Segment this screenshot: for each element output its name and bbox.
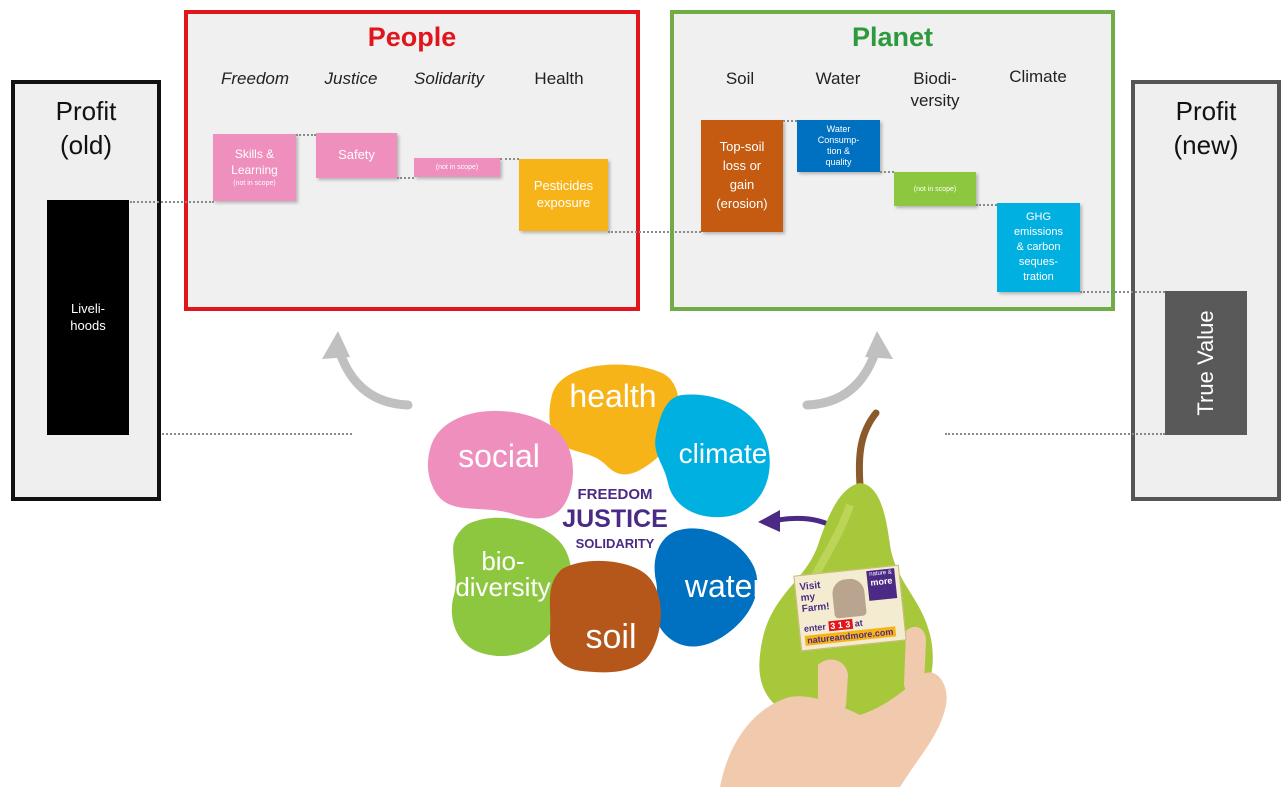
sticker-visit-text: Visit my Farm! — [799, 579, 831, 616]
people-cat-solidarity: Solidarity — [414, 69, 484, 88]
people-cat-justice: Justice — [324, 69, 378, 88]
connector-solidarity-pesticides — [500, 158, 519, 160]
livelihoods-label: Liveli- hoods — [70, 300, 106, 333]
connector-biodiversity-ghg — [976, 204, 997, 206]
center-solidarity: SOLIDARITY — [575, 536, 655, 551]
planet-cat-climate: Climate — [1009, 67, 1067, 86]
ghg-box: GHG emissions & carbon seques- tration — [997, 203, 1080, 292]
sticker-logo: nature & more — [866, 568, 898, 601]
profit-old-title: Profit (old) — [55, 96, 117, 160]
skills-learning-label: Skills & Learning — [231, 147, 278, 177]
arrow-to-planet-icon — [802, 331, 893, 410]
water-label: Water Consump- tion & quality — [817, 123, 860, 168]
safety-box: Safety — [316, 133, 397, 178]
planet-cat-water: Water — [815, 69, 861, 88]
water-box: Water Consump- tion & quality — [797, 120, 880, 172]
biodiversity-box: (not in scope) — [894, 172, 976, 206]
sticker-at: at — [854, 617, 864, 629]
skills-not-in-scope: (not in scope) — [233, 179, 276, 187]
skills-learning-box: Skills & Learning (not in scope) — [213, 134, 296, 201]
connector-bottom-right — [945, 433, 1165, 435]
connector-water-biodiversity — [880, 171, 894, 173]
petal-social — [427, 410, 573, 519]
petal-label-climate: climate — [678, 438, 768, 469]
people-cat-health: Health — [534, 69, 584, 88]
sticker-code: 3 1 3 — [827, 618, 853, 632]
pesticides-box: Pesticides exposure — [519, 159, 608, 231]
planet-cat-soil: Soil — [725, 69, 755, 88]
petal-label-soil: soil — [585, 618, 637, 656]
people-cat-freedom: Freedom — [220, 69, 290, 88]
connector-skills-safety — [296, 134, 316, 136]
planet-title: Planet — [851, 22, 934, 52]
livelihoods-bar: Liveli- hoods — [47, 200, 129, 435]
sticker-enter: enter — [803, 621, 827, 634]
sticker-logo-line2: more — [869, 575, 893, 588]
connector-livelihoods-skills — [130, 201, 214, 203]
petal-health — [549, 364, 679, 475]
topsoil-box: Top-soil loss or gain (erosion) — [701, 120, 783, 232]
pear-sticker: Visit my Farm! nature & more enter 3 1 3… — [793, 564, 907, 652]
connector-bottom-left — [162, 433, 352, 435]
connector-safety-solidarity — [397, 177, 414, 179]
petal-water — [654, 528, 758, 647]
petal-label-water: water — [684, 568, 764, 604]
center-justice: JUSTICE — [562, 505, 668, 533]
connector-pesticides-topsoil — [608, 231, 701, 233]
planet-cat-biodiversity: Biodi- versity — [910, 69, 960, 110]
petal-soil — [549, 560, 661, 673]
sustainability-flower — [427, 364, 770, 673]
petal-label-health: health — [569, 378, 657, 414]
farmer-photo — [831, 577, 867, 619]
arrow-to-people-icon — [322, 331, 413, 410]
people-title: People — [367, 22, 457, 52]
center-freedom: FREEDOM — [577, 486, 653, 503]
connector-topsoil-water — [783, 120, 797, 122]
solidarity-not-in-scope: (not in scope) — [435, 164, 479, 171]
solidarity-box: (not in scope) — [414, 158, 500, 177]
profit-new-title: Profit (new) — [1173, 96, 1239, 160]
true-value-label: True Value — [1193, 310, 1218, 416]
ghg-label: GHG emissions & carbon seques- tration — [1014, 211, 1063, 283]
pesticides-label: Pesticides exposure — [533, 178, 594, 210]
petal-label-biodiversity: bio- diversity — [455, 546, 551, 602]
safety-label: Safety — [338, 147, 375, 163]
topsoil-label: Top-soil loss or gain (erosion) — [716, 139, 768, 211]
connector-ghg-truevalue — [1080, 291, 1165, 293]
true-value-bar: True Value — [1165, 291, 1247, 435]
petal-biodiversity — [451, 517, 572, 657]
petal-label-social: social — [458, 438, 540, 474]
petal-climate — [655, 394, 770, 518]
biodiversity-not-in-scope: (not in scope) — [913, 185, 957, 193]
